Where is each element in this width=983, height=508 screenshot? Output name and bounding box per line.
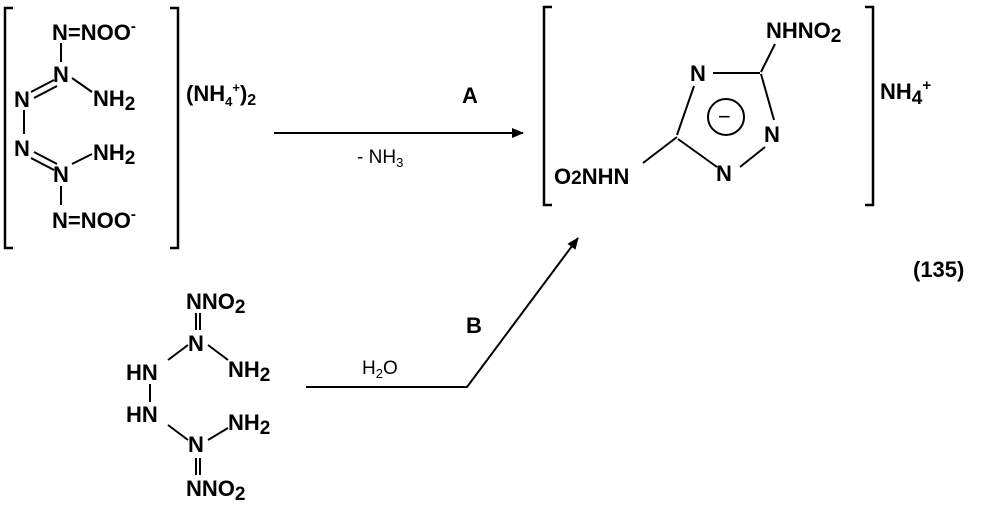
atom-n-top: N bbox=[188, 331, 204, 356]
bond-n2-nh2 bbox=[71, 77, 93, 93]
bond-hn-nbottom bbox=[167, 424, 189, 441]
compound-number: (135) bbox=[913, 257, 964, 282]
atom-n3: N bbox=[14, 87, 30, 112]
counter-ion-product: NH4+ bbox=[880, 77, 931, 109]
bond-n2-n3-b bbox=[33, 85, 58, 99]
atom-n-bottom: N bbox=[188, 432, 204, 457]
atom-nno2-top: NNO2 bbox=[186, 289, 245, 318]
arrow-a: A - NH3 bbox=[274, 83, 524, 170]
substituent-o2nhn: O2NHN bbox=[554, 164, 629, 189]
ring-bond-c5-n1 bbox=[677, 138, 718, 168]
atom-nh2-bottom: NH2 bbox=[93, 140, 135, 169]
ring-bond-n4-c5 bbox=[676, 85, 695, 136]
bond-n2-n3-a bbox=[30, 79, 55, 93]
bond-nbottom-nh2 bbox=[207, 427, 229, 441]
product-left-bracket bbox=[542, 5, 552, 207]
arrow-a-label: A bbox=[462, 83, 478, 108]
bond-c3-nhno2 bbox=[760, 43, 776, 73]
reactant-a-left-bracket bbox=[3, 6, 13, 250]
product-right-bracket bbox=[865, 5, 875, 207]
arrow-b-line bbox=[306, 237, 579, 388]
bond-n5-nh2 bbox=[71, 153, 93, 165]
atom-nh2-top: NH2 bbox=[93, 86, 135, 115]
atom-nh2-top-b: NH2 bbox=[228, 357, 270, 386]
bond-ntop-nh2 bbox=[207, 344, 229, 361]
atom-nh2-bottom-b: NH2 bbox=[228, 410, 270, 439]
arrow-a-condition: - NH3 bbox=[357, 147, 403, 170]
atom-n6: N=NOO- bbox=[52, 206, 136, 233]
ring-bond-n1-n2 bbox=[739, 146, 766, 168]
charge-n6: - bbox=[131, 206, 136, 223]
bond-n4-n5-b bbox=[33, 151, 58, 165]
ring-atom-n2: N bbox=[764, 122, 780, 147]
bond-c5-o2nhn bbox=[642, 136, 678, 164]
charge-n1: - bbox=[131, 18, 136, 35]
bond-ntop-hn bbox=[167, 344, 189, 361]
reactant-a: N=NOO- N NH2 N N NH2 N N=NOO- (NH4+)2 bbox=[3, 6, 256, 250]
reactant-b: NNO2 N NH2 HN HN N NH2 NNO2 bbox=[126, 289, 270, 505]
arrow-b: B H2O bbox=[306, 237, 579, 388]
product: − N N N NHNO2 O2NHN NH4+ bbox=[542, 5, 931, 207]
atom-hn-bottom: HN bbox=[126, 402, 158, 427]
ring-charge: − bbox=[718, 104, 731, 129]
ring-charge-circle bbox=[707, 98, 745, 136]
counter-ion-a: (NH4+)2 bbox=[186, 80, 256, 109]
reactant-a-right-bracket bbox=[170, 6, 180, 250]
arrow-b-label: B bbox=[466, 313, 482, 338]
substituent-nhno2: NHNO2 bbox=[766, 18, 841, 47]
ring-atom-n1: N bbox=[716, 161, 732, 186]
atom-nno2-bottom: NNO2 bbox=[186, 476, 245, 505]
arrow-b-condition: H2O bbox=[362, 358, 398, 381]
atom-n2: N bbox=[53, 62, 69, 87]
ring-atom-n4: N bbox=[690, 61, 706, 86]
ring-bond-n2-c3 bbox=[760, 73, 775, 121]
bond-n4-n5-a bbox=[30, 157, 55, 171]
atom-hn-top: HN bbox=[126, 360, 158, 385]
atom-n1: N=NOO- bbox=[52, 18, 136, 45]
atom-n4: N bbox=[14, 136, 30, 161]
atom-n5: N bbox=[53, 162, 69, 187]
